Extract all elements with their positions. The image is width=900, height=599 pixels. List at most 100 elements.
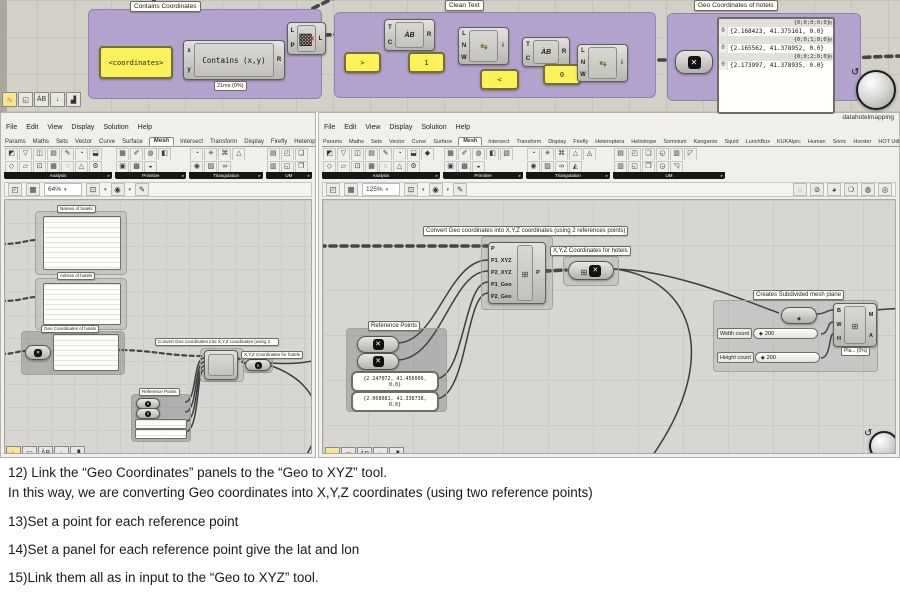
node-output-port[interactable]: R	[561, 49, 567, 55]
tool-icon[interactable]: ▤	[614, 148, 627, 160]
tool-icon[interactable]: ▤	[47, 148, 60, 160]
tool-icon[interactable]: ⌘	[218, 148, 232, 160]
component-tab[interactable]: Intersect	[180, 139, 204, 145]
node-output-port[interactable]: A	[869, 332, 873, 339]
ribbon-band[interactable]: Triangulation	[526, 172, 610, 179]
sketch-pen-icon[interactable]	[453, 183, 468, 196]
mesh-group-label[interactable]: Creates Subdivided mesh plane	[753, 290, 845, 300]
cull-pattern-node[interactable]: L P L	[287, 22, 326, 55]
tool-icon[interactable]: ⊡	[33, 160, 46, 172]
node-input-port[interactable]: C	[387, 39, 393, 46]
component-tab[interactable]: Curve	[99, 139, 116, 145]
zoom-level-select[interactable]: 125%	[362, 183, 400, 196]
point-node[interactable]	[675, 50, 713, 74]
canvas-compass-widget[interactable]	[864, 428, 895, 453]
menu-item[interactable]: Display	[71, 124, 95, 131]
replace-text-node-1[interactable]: LNW i	[458, 27, 509, 65]
node-output-port[interactable]: i	[621, 60, 623, 66]
menu-item[interactable]: Solution	[103, 124, 129, 131]
tool-icon[interactable]: ▧	[500, 148, 513, 160]
tool-icon[interactable]: ◔	[527, 148, 540, 160]
ribbon-band[interactable]: UM	[265, 172, 312, 179]
import-tool-icon[interactable]: ↓	[54, 446, 69, 453]
tool-icon[interactable]: ▨	[204, 160, 218, 172]
tool-icon[interactable]: △	[75, 160, 88, 172]
replace-text-node-2[interactable]: LNW i	[577, 44, 628, 82]
component-tab[interactable]: Human	[807, 139, 826, 145]
import-tool-icon[interactable]: ↓	[373, 447, 388, 453]
component-tab[interactable]: Maths	[348, 139, 364, 145]
component-tab[interactable]: Sets	[370, 139, 382, 145]
convert-group-label[interactable]: Convert Geo coordinates into X,Y,Z coord…	[155, 338, 279, 346]
node-input-port[interactable]: L	[462, 31, 466, 37]
tool-icon[interactable]: ▥	[266, 160, 280, 172]
tool-icon[interactable]: ◰	[280, 148, 294, 160]
tool-icon[interactable]: ▤	[266, 148, 280, 160]
tool-icon[interactable]: ▩	[458, 160, 471, 172]
node-input-port[interactable]: N	[461, 43, 467, 49]
ribbon-band[interactable]: Analysis	[322, 172, 440, 179]
frame-tool-icon[interactable]: ◱	[22, 446, 37, 453]
tool-icon[interactable]: ⬓	[407, 148, 420, 160]
tool-icon[interactable]: ◵	[656, 148, 669, 160]
component-tab[interactable]: Heteroptera	[595, 139, 625, 145]
menu-item[interactable]: View	[365, 124, 381, 131]
canvas-compass-widget[interactable]	[851, 67, 896, 110]
component-tab[interactable]: KUKAlprc	[777, 139, 801, 145]
tool-icon[interactable]: ◫	[33, 148, 46, 160]
node-canvas-right[interactable]: Convert Geo coordinates into X,Y,Z coord…	[322, 199, 896, 454]
tool-icon[interactable]: ◒	[472, 160, 485, 172]
node-input-port[interactable]: N	[580, 60, 586, 66]
tool-icon[interactable]: ▥	[670, 148, 683, 160]
group-label-clean-text[interactable]: Clean Text	[445, 0, 484, 11]
reference-point-node[interactable]	[136, 408, 160, 419]
node-input-port[interactable]: P2_XYZ	[491, 270, 512, 276]
node-output-port[interactable]: R	[276, 57, 282, 63]
ribbon-band[interactable]: UM	[613, 172, 725, 179]
reference-group-label[interactable]: Reference Points	[368, 321, 421, 331]
coordinates-panel[interactable]: <coordinates>	[99, 46, 173, 79]
node-output-port[interactable]: R	[426, 32, 432, 38]
tool-icon[interactable]: ◶	[656, 160, 669, 172]
tool-icon[interactable]: ▨	[541, 160, 554, 172]
tool-icon[interactable]: ◉	[190, 160, 204, 172]
open-file-icon[interactable]	[326, 183, 340, 196]
graph-tool-icon[interactable]: ▟	[66, 92, 81, 107]
menu-item[interactable]: Display	[389, 124, 413, 131]
display-settings-icon[interactable]: ◎	[878, 183, 892, 196]
slider-grip-icon[interactable]	[761, 355, 765, 361]
tool-icon[interactable]: ❏	[294, 148, 308, 160]
menu-item[interactable]: Help	[137, 124, 153, 131]
tool-icon[interactable]: ◱	[628, 160, 641, 172]
open-file-icon[interactable]	[8, 183, 22, 196]
component-tab[interactable]: Heteroptera	[294, 139, 315, 145]
graph-tool-icon[interactable]: ▟	[70, 446, 85, 453]
lt-panel[interactable]: <	[480, 69, 519, 90]
frame-tool-icon[interactable]: ◱	[18, 92, 33, 107]
component-tab[interactable]: Maths	[32, 139, 50, 145]
node-input-port[interactable]: L	[290, 27, 295, 34]
tool-icon[interactable]: ◸	[684, 148, 697, 160]
tool-icon[interactable]: ◔	[190, 148, 204, 160]
panel-group-label[interactable]: Geo Coordinates of hotels	[41, 325, 100, 333]
preview-eye-icon[interactable]	[428, 183, 443, 196]
tool-icon[interactable]: ⊡	[351, 160, 364, 172]
panel-group-label[interactable]: Adress of hotels	[57, 272, 96, 280]
xyz-point-node-mini[interactable]	[245, 359, 271, 371]
tool-icon[interactable]: ▦	[365, 160, 378, 172]
text-tag-tool-icon[interactable]: ÀB	[357, 447, 372, 453]
component-tab[interactable]: Somnium	[663, 139, 687, 145]
component-tab[interactable]: Firefly	[270, 139, 288, 145]
tool-icon[interactable]: ◍	[144, 148, 158, 160]
component-tab[interactable]: Squid	[724, 139, 739, 145]
node-input-port[interactable]: P	[290, 43, 295, 50]
zoom-level-select[interactable]: 64%	[44, 183, 82, 196]
node-output-port[interactable]: L	[318, 35, 323, 42]
sketch-tool-icon[interactable]: ∿	[6, 446, 21, 453]
reference-panel-1[interactable]: {2.247072, 41.456006, 0.0}	[351, 371, 439, 392]
geo-panel-mini[interactable]	[53, 334, 119, 371]
tool-icon[interactable]: ▦	[116, 148, 130, 160]
text-tag-tool-icon[interactable]: ÀB	[34, 92, 49, 107]
